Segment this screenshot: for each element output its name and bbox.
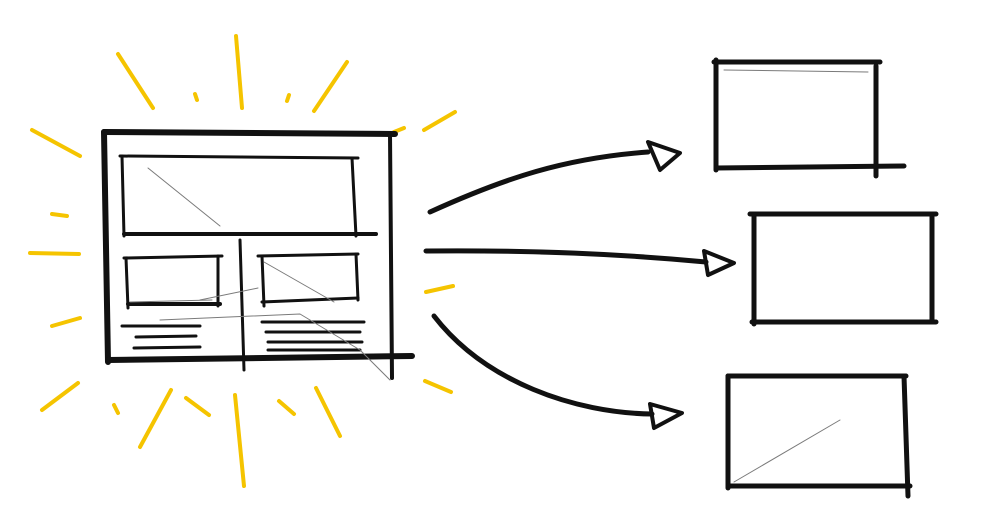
arrow-up-icon	[427, 140, 682, 215]
source-page-wireframe	[101, 129, 415, 381]
arrow-straight-icon	[423, 248, 736, 277]
target-frame-1	[711, 57, 907, 179]
target-frame-2	[747, 211, 939, 327]
target-frame-3	[725, 373, 913, 499]
glow-rays-icon	[28, 34, 457, 488]
arrow-down-icon	[431, 313, 684, 430]
